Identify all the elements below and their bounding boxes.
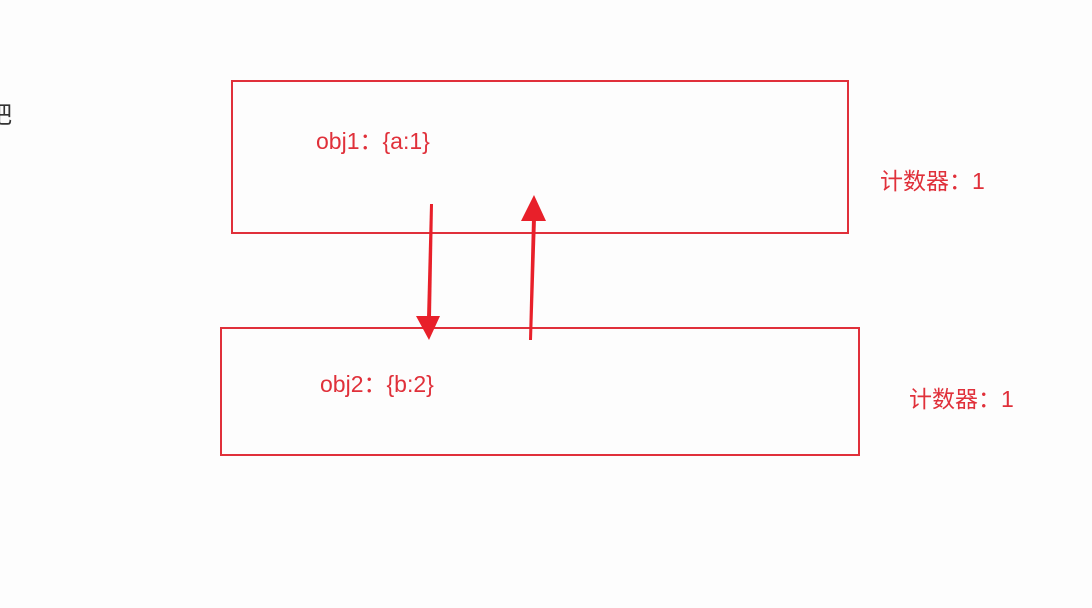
arrow-obj1-to-obj2: [416, 204, 440, 340]
arrow-up-head: [521, 195, 546, 221]
obj2-counter: 计数器：1: [909, 386, 1014, 412]
obj2-box: [220, 327, 860, 456]
obj1-label: obj1：{a:1}: [316, 128, 430, 154]
arrow-obj2-to-obj1: [521, 195, 546, 340]
arrow-down-shaft: [427, 204, 433, 318]
arrow-down-head: [416, 316, 440, 340]
obj2-label: obj2：{b:2}: [320, 371, 434, 397]
obj1-counter: 计数器：1: [880, 168, 985, 194]
obj1-box: [231, 80, 849, 234]
arrow-up-shaft: [529, 218, 536, 340]
clipped-edge-text: 吧: [0, 104, 12, 128]
